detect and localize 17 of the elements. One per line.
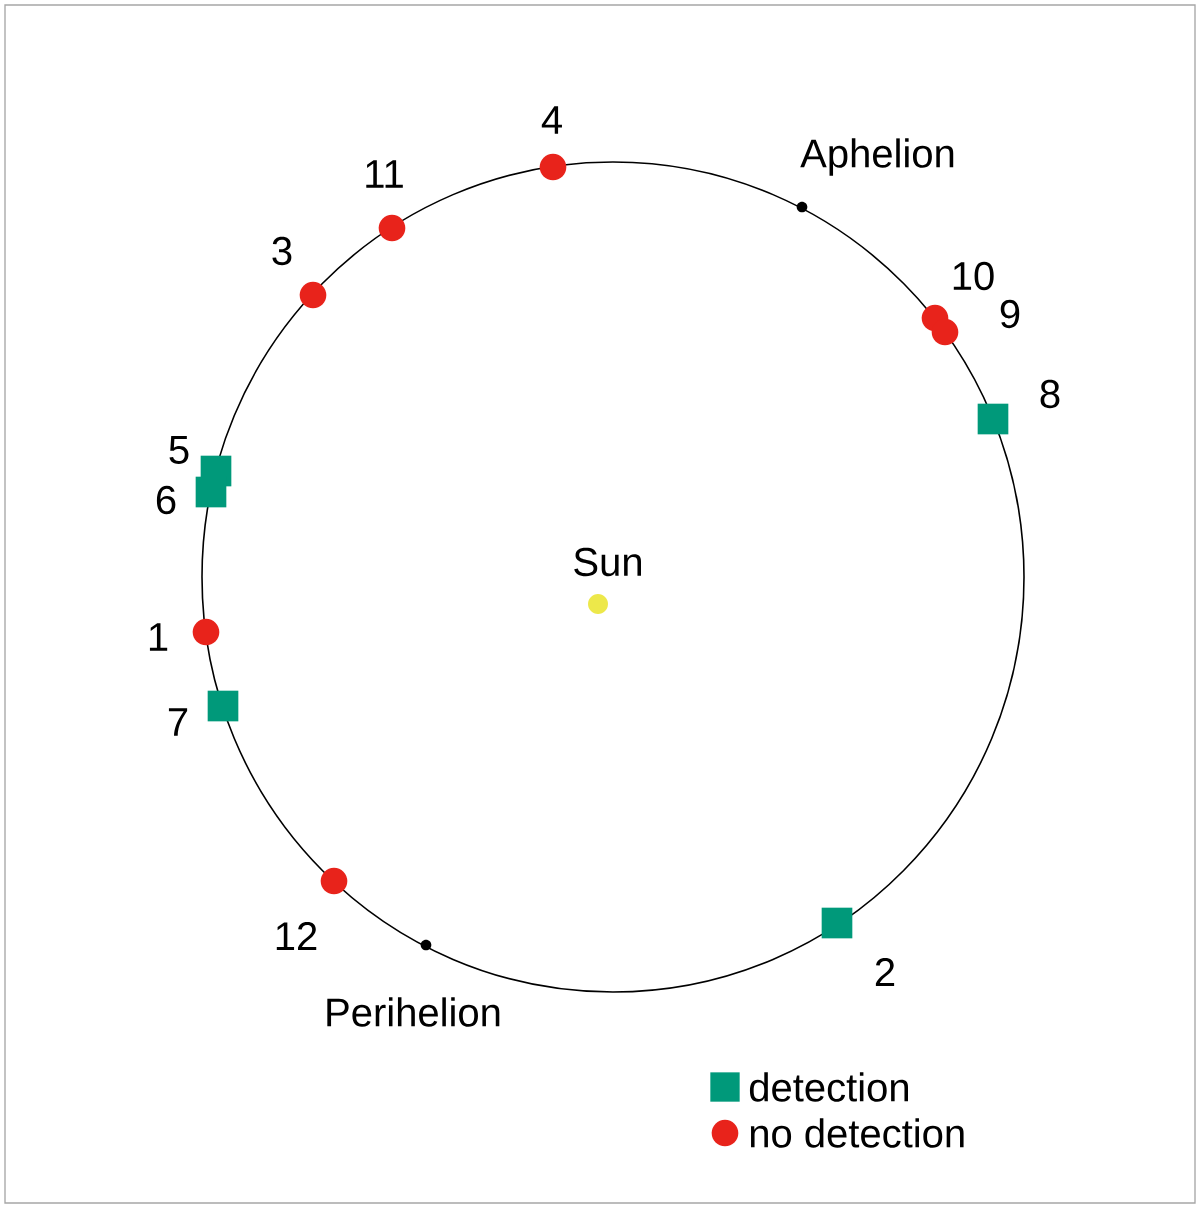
number-label: 2 <box>875 958 895 986</box>
number-label: 9 <box>1000 299 1020 329</box>
legend-label: no detection <box>750 1118 964 1148</box>
number-label: 7 <box>168 708 188 736</box>
number-label: 6 <box>156 485 176 515</box>
point-label: Sun <box>574 547 641 577</box>
number-label: 1 <box>149 623 168 651</box>
number-label: 11 <box>366 160 403 188</box>
point-label: Aphelion <box>800 138 954 176</box>
number-label: 12 <box>276 922 317 950</box>
number-label: 8 <box>1040 379 1060 409</box>
number-label: 5 <box>169 436 189 464</box>
legend-label: detection <box>749 1072 908 1102</box>
number-label: 10 <box>953 261 994 291</box>
number-label: 4 <box>541 106 562 134</box>
point-label: Perihelion <box>327 997 500 1027</box>
number-label: 3 <box>272 236 292 266</box>
